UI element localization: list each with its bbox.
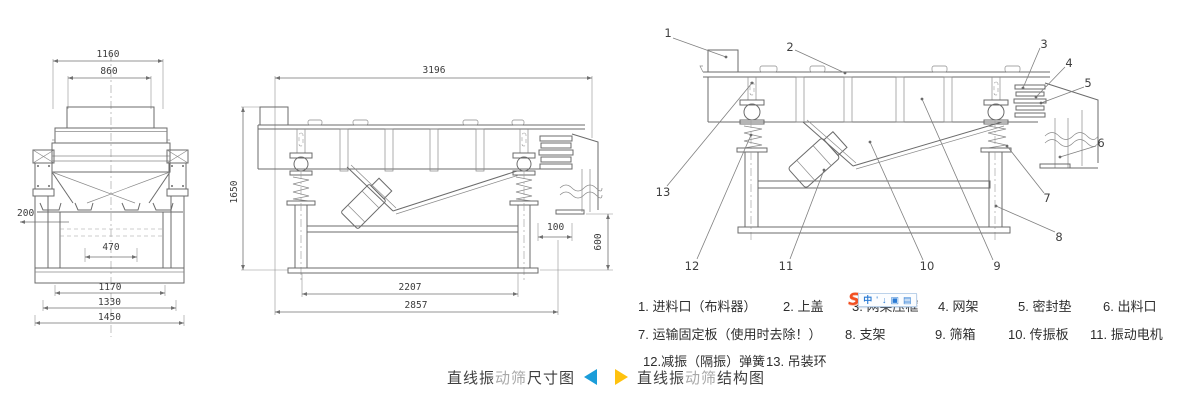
cross-beam [307,226,518,232]
ime-keyboard-icon[interactable]: ▣ [890,295,899,305]
hopper [37,172,183,212]
vibration-motor [341,176,394,229]
legend-item: 1. 进料口（布料器） [638,299,757,314]
dimension-label: 1330 [98,297,121,308]
dimension-label: 600 [593,233,604,250]
ime-punct-icon[interactable]: ' [876,295,878,305]
feed-inlet [67,107,154,128]
spring-assembly-left [287,129,315,282]
callout-number: 7 [1043,191,1050,205]
dimension-label: 2857 [405,300,428,311]
vibration-motor [788,130,849,189]
front-view-drawing: 1160 860 [17,49,225,345]
leg-right [171,196,184,268]
callout-number: 11 [779,259,794,273]
discharge-chute [539,134,602,214]
callout-number: 5 [1084,76,1091,90]
dimension-label: 3196 [423,65,446,76]
legend-item: 7. 运输固定板（使用时去除！） [638,327,822,342]
structure-diagram: 1 2 3 4 5 6 7 8 9 10 11 12 13 [656,26,1105,273]
transfer-plate [347,165,519,214]
prev-arrow-icon[interactable] [584,369,598,385]
callout-number: 4 [1065,56,1072,70]
dimension-label: 100 [547,222,564,233]
callout-number: 1 [664,26,671,40]
caption-structure-drawing: 直线振 动筛 结构图 [615,366,765,388]
sogou-logo-icon[interactable]: S [848,290,861,310]
legend-item: 13. 吊装环 [766,354,827,369]
legend-item: 4. 网架 [938,299,979,314]
base-plate [738,227,1010,233]
legend-item: 10. 传振板 [1008,327,1069,342]
callout-number: 3 [1040,37,1047,51]
ime-mode-chinese[interactable]: 中 [863,295,873,305]
dimension-label: 2207 [399,282,422,293]
callout-leaders [667,38,1096,260]
dimension-label: 470 [102,242,119,253]
caption-text: 尺寸图 [527,369,576,387]
dimension-label: 860 [100,66,117,77]
legend-item: 5. 密封垫 [1018,299,1072,314]
legend-item: 11. 振动电机 [1090,327,1163,342]
base [35,268,184,283]
caption-text: 结构图 [717,369,766,387]
ime-toolbox-icon[interactable]: ▤ [903,295,912,305]
callout-number: 9 [993,259,1000,273]
caption-text: 动筛 [685,369,718,387]
screen-frame-stack [1014,85,1046,117]
screen-box [708,77,1038,122]
spring-assembly-right [981,77,1011,240]
dimension-label: 1160 [97,49,120,60]
screen-box-side [258,125,568,171]
discharge-chute [1040,83,1098,168]
transfer-plate [803,120,1004,169]
legend-item: 12.减振（隔振）弹簧 [643,354,766,369]
caption-dimension-drawing: 直线振 动筛 尺寸图 [447,366,598,388]
dimension-label: 200 [17,208,34,219]
caption-text: 直线振 [637,369,686,387]
base-plate [288,268,538,273]
caption-text: 动筛 [495,369,528,387]
legend-item: 2. 上盖 [783,299,824,314]
callout-number: 13 [656,185,671,199]
callout-number: 10 [920,259,935,273]
spring-assembly-right [510,129,538,282]
ime-toolbar[interactable]: S 中 ' ↓ ▣ ▤ [848,292,917,310]
caption-text: 直线振 [447,369,496,387]
feed-inlet [708,50,738,72]
lifting-ring [748,77,756,100]
next-arrow-icon[interactable] [615,369,628,385]
legend-item: 6. 出料口 [1103,299,1157,314]
legend-item: 9. 筛箱 [935,327,976,342]
callout-number: 6 [1097,136,1104,150]
dimension-label: 1170 [99,282,122,293]
cross-beam [758,181,990,188]
dimension-label: 1650 [230,180,240,203]
dimension-label: 1450 [98,312,121,323]
ime-strip[interactable]: 中 ' ↓ ▣ ▤ [858,293,917,307]
feed-inlet [260,107,288,125]
top-cover [258,120,585,129]
spring-assembly-left [737,100,767,240]
ime-voice-icon[interactable]: ↓ [881,295,887,305]
legend-line-3: 12.减振（隔振）弹簧 13. 吊装环 [632,351,1194,369]
vibration-motor-left [33,150,54,196]
callout-number: 12 [685,259,700,273]
screen-box-front [52,143,170,172]
side-view-drawing: 3196 1650 [230,65,630,340]
callout-number: 2 [786,40,793,54]
legend-item: 8. 支架 [845,327,886,342]
top-cover [700,66,1050,77]
callout-number: 8 [1055,230,1062,244]
legend-line-2: 7. 运输固定板（使用时去除！） 8. 支架 9. 筛箱 10. 传振板 11.… [632,324,1194,342]
